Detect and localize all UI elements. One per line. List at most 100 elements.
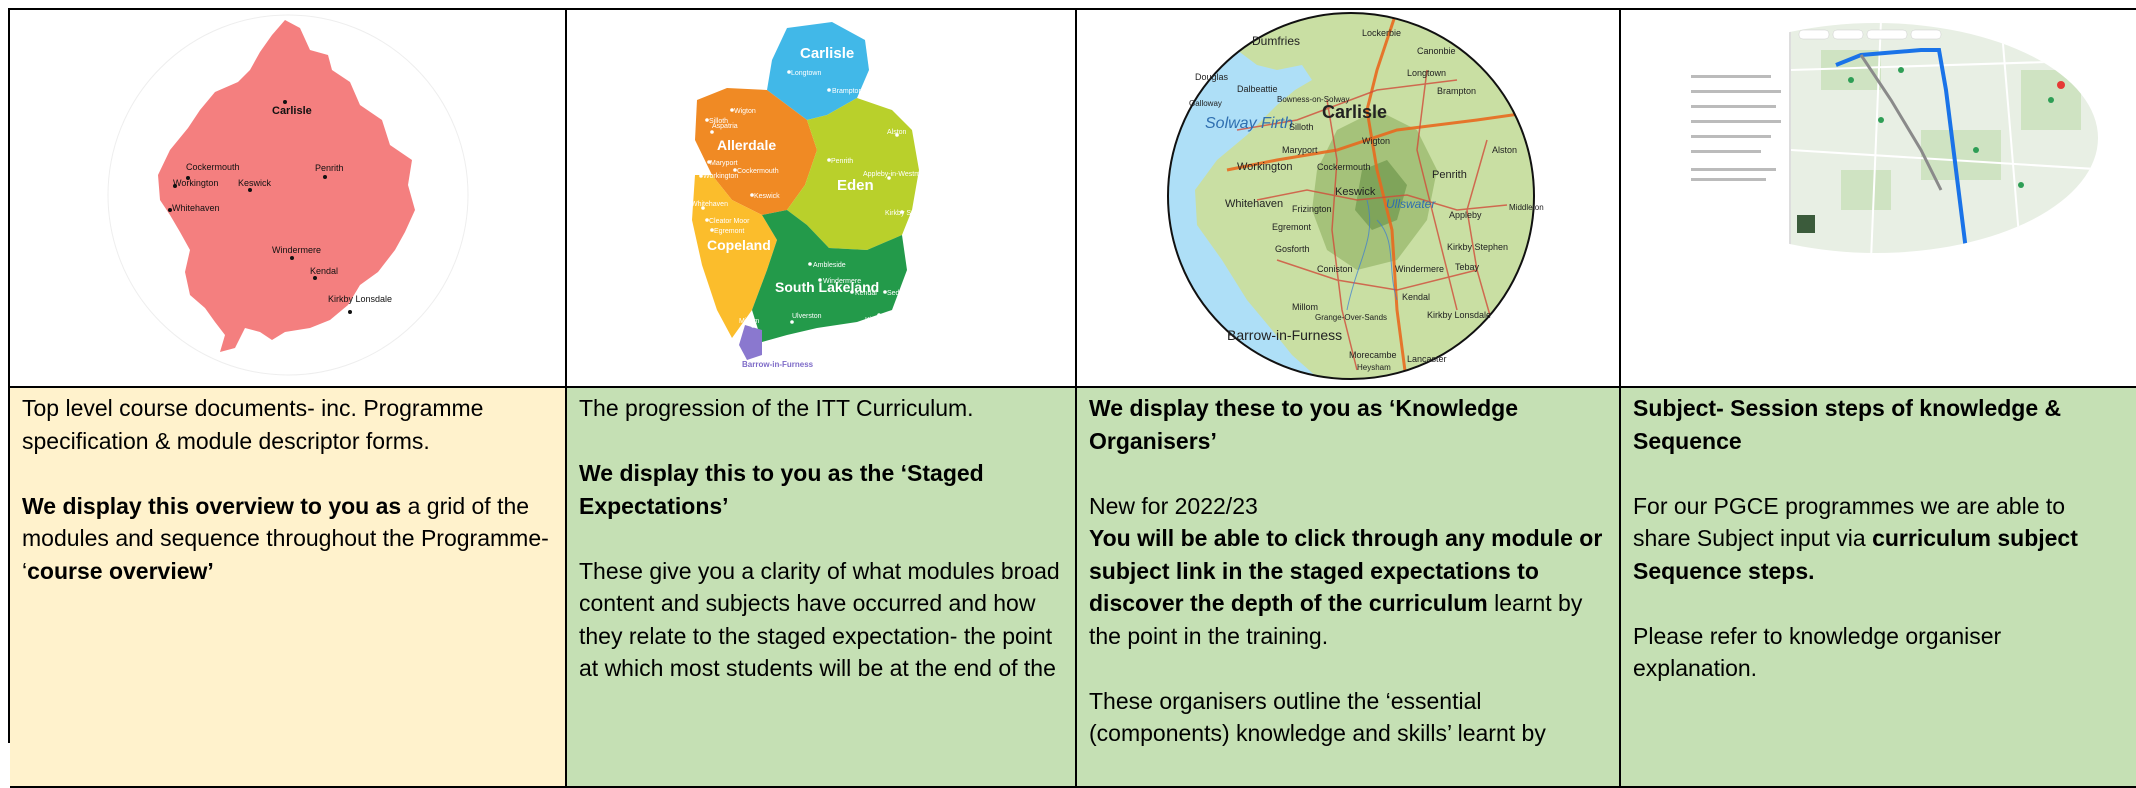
text-segment: These give you a clarity of what modules… [579,557,1060,682]
text-segment: New for 2022/23 [1089,492,1258,519]
paragraph: The progression of the ITT Curriculum. [579,392,1063,425]
town-label: Whitehaven [172,203,220,213]
column-itt-curriculum: Carlisle Allerdale Eden Copeland South L… [567,10,1077,788]
map-label: Carlisle [1322,102,1387,122]
map-label: Brampton [1437,86,1476,96]
district-label: Copeland [707,237,771,253]
county-outline-map-image: Carlisle Cockermouth Workington Keswick … [107,14,469,376]
map-label: Keswick [1335,186,1376,198]
text-segment: learnt by the point in the training. [1089,590,1583,649]
map-label: Tebay [1455,262,1480,272]
paragraph: Top level course documents- inc. Program… [22,392,553,457]
county-outline-shape [158,20,415,352]
text-segment: a grid of the modules and sequence throu… [22,492,549,584]
text-cell-knowledge-organisers: We display these to you as ‘Knowledge Or… [1077,388,1621,788]
paragraph: For our PGCE programmes we are able to s… [1633,490,2126,588]
town-label: Aspatria [712,123,738,130]
town-label: Egremont [714,228,744,235]
map-label: Morecambe [1349,350,1397,360]
town-label: Millom [739,318,759,325]
map-label: Lockerbie [1362,28,1401,38]
map-label: Wigton [1362,136,1390,146]
image-cell-route-screenshot [1621,10,2136,388]
map-label: Windermere [1395,264,1444,274]
map-label: Grange-Over-Sands [1315,313,1387,322]
map-label: Kirkby Lonsdale [1427,310,1491,320]
district-map-image: Carlisle Allerdale Eden Copeland South L… [691,22,940,369]
town-label: Sedbergh [887,290,917,297]
column-knowledge-organisers: Dumfries Lockerbie Canonbie Douglas Dalb… [1077,10,1621,788]
text-segment: For our PGCE programmes we are able to s… [1633,492,2066,552]
town-label: Penrith [315,163,344,173]
text-segment-bold: We display this overview to you as [22,492,402,519]
town-label: Wigton [734,108,756,115]
column-subject-session-steps: Subject- Session steps of knowledge & Se… [1621,10,2136,788]
paragraph: You will be able to click through any mo… [1089,522,1607,652]
town-label: Longtown [791,70,821,77]
text-cell-itt-curriculum: The progression of the ITT Curriculum. W… [567,388,1077,788]
paragraph: Subject- Session steps of knowledge & Se… [1633,392,2126,457]
town-label: Kendal [855,290,877,297]
town-label: Maryport [710,160,738,167]
district-allerdale-shape [695,88,817,215]
town-label: Windermere [823,278,861,285]
town-label: Ulverston [792,313,822,320]
paragraph: These organisers outline the ‘essential … [1089,685,1607,750]
map-label: Solway Firth [1205,115,1293,132]
town-label: Windermere [272,245,321,255]
district-label: Allerdale [717,137,776,153]
town-label: Penrith [831,158,853,165]
map-label: Maryport [1282,145,1318,155]
map-label: Frizington [1292,204,1332,214]
text-segment: Top level course documents- inc. Program… [22,395,484,454]
content-table: Carlisle Cockermouth Workington Keswick … [8,8,2136,788]
map-label: Ullswater [1386,197,1436,211]
map-label: Douglas [1195,72,1229,82]
text-cell-subject-session-steps: Subject- Session steps of knowledge & Se… [1621,388,2136,788]
town-label: Brampton [832,88,862,95]
map-label: Millom [1292,302,1318,312]
map-label: Longtown [1407,68,1446,78]
town-label: Kirkby Stephen [885,210,933,217]
map-label: Dalbeattie [1237,84,1278,94]
map-label: Kendal [1402,292,1430,302]
text-segment-bold: You will be able to click through any mo… [1089,525,1603,616]
map-label: Coniston [1317,264,1353,274]
paragraph: Please refer to knowledge organiser expl… [1633,620,2126,685]
map-label: Gosforth [1275,244,1310,254]
text-segment-bold: curriculum subject Sequence steps. [1633,525,2078,584]
town-label: Ambleside [813,262,846,269]
map-label: Kirkby Stephen [1447,242,1508,252]
text-segment: These organisers outline the ‘essential … [1089,687,1546,747]
town-label: Cleator Moor [709,218,750,225]
district-eden-shape [787,98,919,250]
district-label: Barrow-in-Furness [742,360,814,369]
paragraph: We display this overview to you as a gri… [22,490,553,588]
town-label: Workington [173,178,218,188]
town-label: Kirkby Lonsdale [328,294,392,304]
district-barrow-shape [739,325,762,360]
text-segment: The progression of the ITT Curriculum. [579,395,974,421]
map-label: Heysham [1357,363,1391,372]
paragraph: New for 2022/23 [1089,490,1607,523]
town-label: Workington [703,173,738,180]
map-label: Egremont [1272,222,1312,232]
town-label: Kirkby Lonsdale [865,317,915,324]
district-carlisle-shape [767,22,869,120]
image-cell-district-map: Carlisle Allerdale Eden Copeland South L… [567,10,1077,388]
town-label: Cockermouth [186,162,240,172]
map-label: Silloth [1289,122,1314,132]
route-screenshot-image [1654,23,2098,253]
town-label: Alston [887,129,907,136]
route-line [1835,48,1968,251]
district-label: Eden [837,177,874,194]
map-label: Appleby [1449,210,1482,220]
town-label: Silloth [709,118,728,125]
paragraph: We display this to you as the ‘Staged Ex… [579,457,1063,522]
map-label: Barrow-in-Furness [1227,327,1342,343]
town-label: Appleby-in-Westmorland [863,171,940,178]
map-label: Galloway [1189,99,1222,108]
map-label: Whitehaven [1225,198,1283,210]
map-label: Alston [1492,145,1517,155]
map-label: Lancaster [1407,354,1447,364]
